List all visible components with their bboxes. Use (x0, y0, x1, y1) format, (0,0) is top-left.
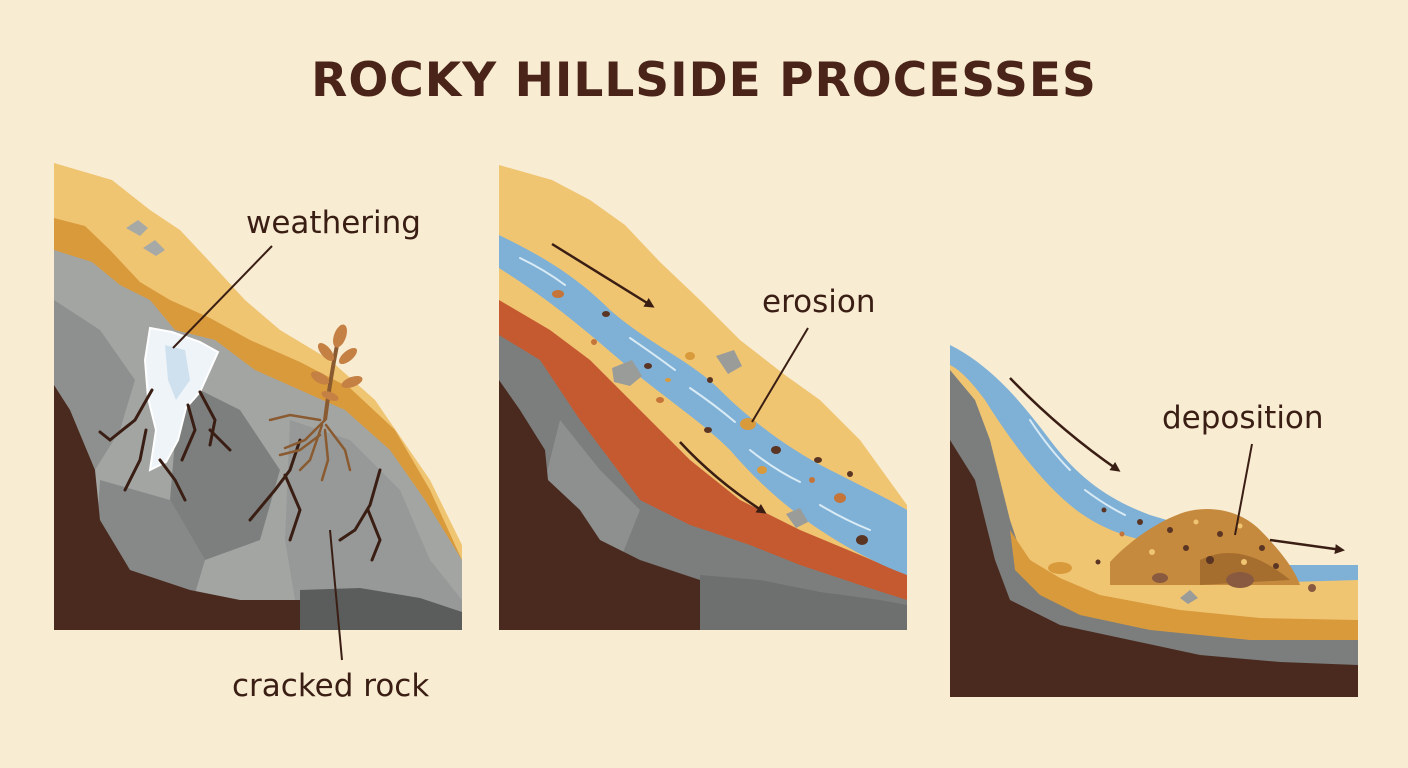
deposition-label: deposition (1162, 400, 1324, 436)
sediment-mound-shade (1200, 552, 1290, 585)
leaf (321, 391, 339, 401)
leaf (317, 342, 335, 362)
weathering-leader-line (172, 245, 273, 349)
cracked-rock-label: cracked rock (232, 668, 429, 704)
rock-shadow (300, 588, 462, 630)
erosion-leader-line (751, 327, 809, 423)
pebble (1226, 572, 1254, 588)
deposition-leader-line (1234, 443, 1253, 536)
sediment-grains (1095, 507, 1279, 569)
water-stream (950, 345, 1200, 545)
outflow-arrow (1269, 538, 1345, 555)
stone (786, 508, 808, 528)
ochre-band (1010, 530, 1358, 640)
flow-arrow (1009, 377, 1121, 472)
stone (1180, 590, 1198, 604)
flow-arrow (551, 242, 655, 308)
stone (126, 220, 148, 236)
stone (716, 350, 742, 374)
grey-rock-layer (950, 370, 1358, 697)
page-title: ROCKY HILLSIDE PROCESSES (311, 53, 1097, 108)
ice-shade (165, 345, 190, 400)
rock-cracks (98, 388, 382, 562)
pebble (1308, 584, 1316, 592)
weathering-panel (54, 163, 462, 630)
water-stream (499, 235, 907, 575)
leaf (333, 324, 347, 348)
flow-arrow (679, 441, 767, 514)
leaf (341, 375, 363, 389)
erosion-panel (499, 165, 907, 630)
erosion-label: erosion (762, 284, 875, 320)
leaf (338, 347, 358, 365)
deposition-panel (950, 345, 1358, 697)
rock-shadow (700, 575, 907, 630)
pebble (1152, 573, 1168, 583)
leaf (310, 371, 330, 385)
bedrock (499, 380, 907, 630)
water-highlights (519, 257, 871, 531)
plant-stem (323, 339, 340, 421)
bedrock (950, 440, 1358, 697)
plant-roots (268, 413, 352, 482)
stone (143, 240, 165, 256)
water-highlights (1029, 419, 1126, 516)
bedrock (54, 385, 462, 630)
weathering-label: weathering (246, 205, 421, 241)
pebble (1048, 562, 1072, 574)
cracked-rock-leader-line (329, 529, 343, 661)
stone (612, 360, 642, 386)
pebbles (552, 290, 868, 545)
